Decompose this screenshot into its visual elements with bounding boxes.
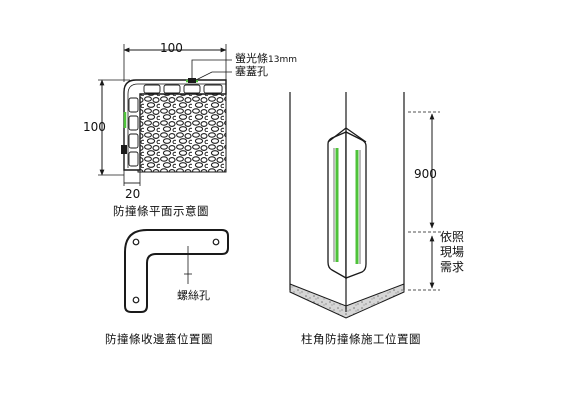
plan-dim-left: 100 <box>83 120 106 134</box>
guard-inner-wall <box>127 83 226 168</box>
column-view <box>289 92 442 319</box>
plan-dim-bottom: 20 <box>125 187 141 201</box>
label-site-requirement: 依照現場需求 <box>440 230 465 274</box>
guard-left-cells <box>128 97 139 167</box>
foam-core <box>137 91 227 173</box>
caption-endcap-view: 防撞條收邊蓋位置圖 <box>105 332 213 346</box>
plug-hole-left <box>121 145 127 154</box>
plan-dim-top: 100 <box>160 41 183 55</box>
ground-slab <box>289 283 405 319</box>
screw-hole-left <box>132 296 140 304</box>
endcap-view <box>124 229 229 313</box>
plan-view <box>98 44 232 186</box>
column-dim-900: 900 <box>414 167 437 181</box>
guard-top-cells <box>143 84 223 94</box>
label-strip-text: 螢光條 <box>235 52 268 65</box>
label-screw-hole: 螺絲孔 <box>177 289 210 302</box>
label-strip-size: 13mm <box>268 55 297 65</box>
label-fluorescent-strip: 螢光條13mm <box>235 53 297 65</box>
guard-outline <box>123 79 227 171</box>
plug-hole-top <box>188 78 196 83</box>
caption-column-view: 柱角防撞條施工位置圖 <box>301 332 421 346</box>
leader-plug <box>195 71 232 81</box>
label-plug-hole: 塞蓋孔 <box>235 65 268 78</box>
screw-hole-top <box>212 238 220 246</box>
screw-hole-corner <box>132 238 140 246</box>
leader-strip <box>191 59 232 80</box>
endcap-outline <box>124 229 229 313</box>
caption-plan-view: 防撞條平面示意圖 <box>113 204 209 218</box>
corner-guard-top-cap <box>327 127 367 143</box>
